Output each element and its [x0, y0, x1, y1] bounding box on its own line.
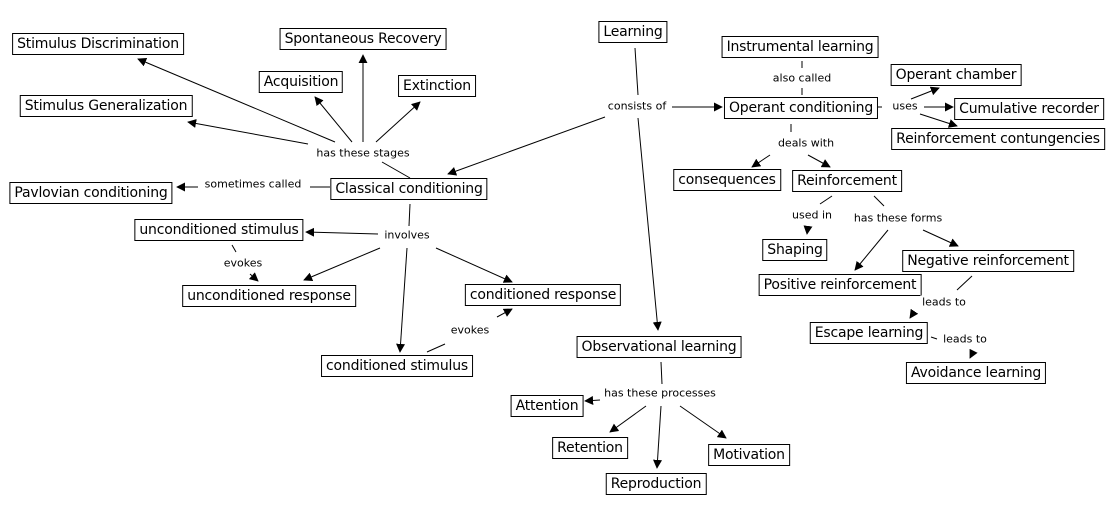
concept-retention[interactable]: Retention [552, 437, 628, 459]
concept-learning[interactable]: Learning [598, 21, 668, 43]
edge-arrow [137, 57, 336, 143]
concept-negative-reinforcement[interactable]: Negative reinforcement [902, 250, 1074, 272]
edge-arrow [969, 348, 978, 359]
edge-arrow [447, 116, 606, 176]
concept-motivation[interactable]: Motivation [708, 444, 790, 466]
link-involves: involves [382, 228, 432, 242]
edge [819, 195, 833, 205]
edge-arrow [303, 247, 381, 282]
edge [381, 161, 411, 179]
edge-arrow [248, 272, 259, 282]
link-sometimes-called: sometimes called [202, 177, 304, 191]
edge-arrow [803, 225, 813, 235]
concept-instrumental-learning[interactable]: Instrumental learning [721, 36, 879, 58]
edge-arrow [375, 101, 421, 143]
edge [426, 343, 446, 353]
edge-arrow [187, 119, 309, 145]
concept-consequences[interactable]: consequences [673, 169, 781, 191]
concept-attention[interactable]: Attention [510, 395, 584, 417]
edge-arrow [435, 247, 513, 283]
link-also-called: also called [770, 71, 834, 85]
edge-arrow [751, 154, 771, 168]
concept-escape-learning[interactable]: Escape learning [809, 322, 929, 344]
concept-extinction[interactable]: Extinction [398, 75, 476, 97]
concept-positive-reinforcement[interactable]: Positive reinforcement [758, 274, 922, 296]
edge-arrow [807, 154, 831, 168]
concept-observational-learning[interactable]: Observational learning [576, 336, 742, 358]
link-consists-of: consists of [605, 99, 669, 113]
edge-arrow [922, 229, 959, 247]
concept-avoidance-learning[interactable]: Avoidance learning [905, 362, 1047, 384]
concept-spontaneous-recovery[interactable]: Spontaneous Recovery [279, 28, 447, 50]
link-leads-to-avoidance: leads to [941, 332, 989, 346]
edge-arrow [314, 96, 353, 143]
link-evokes-cs: evokes [448, 323, 492, 337]
edge-arrow [584, 395, 601, 405]
concept-operant-chamber[interactable]: Operant chamber [890, 64, 1022, 86]
concept-conditioned-response[interactable]: conditioned response [464, 284, 622, 306]
concept-reinforcement-contingencies[interactable]: Reinforcement contungencies [891, 128, 1105, 150]
link-has-these-forms: has these forms [851, 211, 945, 225]
concept-acquisition[interactable]: Acquisition [258, 71, 344, 93]
concept-conditioned-stimulus[interactable]: conditioned stimulus [321, 355, 473, 377]
link-used-in: used in [790, 208, 834, 222]
link-deals-with: deals with [775, 136, 837, 150]
edge [873, 195, 885, 207]
edge-arrow [637, 117, 662, 331]
edge-arrow [653, 405, 663, 469]
concept-stimulus-discrimination[interactable]: Stimulus Discrimination [12, 33, 184, 55]
concept-unconditioned-stimulus[interactable]: unconditioned stimulus [134, 219, 304, 241]
edge-arrow [679, 405, 727, 439]
edge [408, 203, 411, 227]
concept-pavlovian-conditioning[interactable]: Pavlovian conditioning [9, 182, 173, 204]
edge-arrow [919, 113, 958, 128]
link-leads-to-escape: leads to [920, 295, 968, 309]
edge-arrow [496, 308, 513, 318]
edge [930, 336, 938, 340]
link-uses: uses [890, 99, 920, 113]
concept-unconditioned-response[interactable]: unconditioned response [182, 285, 356, 307]
edge-arrow [909, 308, 919, 319]
edge [660, 361, 663, 385]
edge [634, 47, 639, 96]
edge [231, 244, 237, 253]
link-has-these-stages: has these stages [314, 146, 412, 160]
edge [956, 275, 973, 291]
edge-arrow [609, 405, 647, 433]
concept-classical-conditioning[interactable]: Classical conditioning [330, 178, 488, 200]
edge-arrow [910, 86, 940, 100]
concept-reproduction[interactable]: Reproduction [605, 473, 707, 495]
link-has-these-processes: has these processes [602, 386, 718, 400]
link-evokes-ucs: evokes [221, 256, 265, 270]
concept-stimulus-generalization[interactable]: Stimulus Generalization [19, 95, 193, 117]
concept-shaping[interactable]: Shaping [762, 239, 828, 261]
edge-arrow [305, 227, 379, 237]
edge-arrow [396, 247, 408, 353]
edge-arrow [854, 229, 889, 271]
concept-operant-conditioning[interactable]: Operant conditioning [723, 97, 879, 119]
concept-cumulative-recorder[interactable]: Cumulative recorder [954, 98, 1104, 120]
concept-reinforcement[interactable]: Reinforcement [792, 170, 902, 192]
